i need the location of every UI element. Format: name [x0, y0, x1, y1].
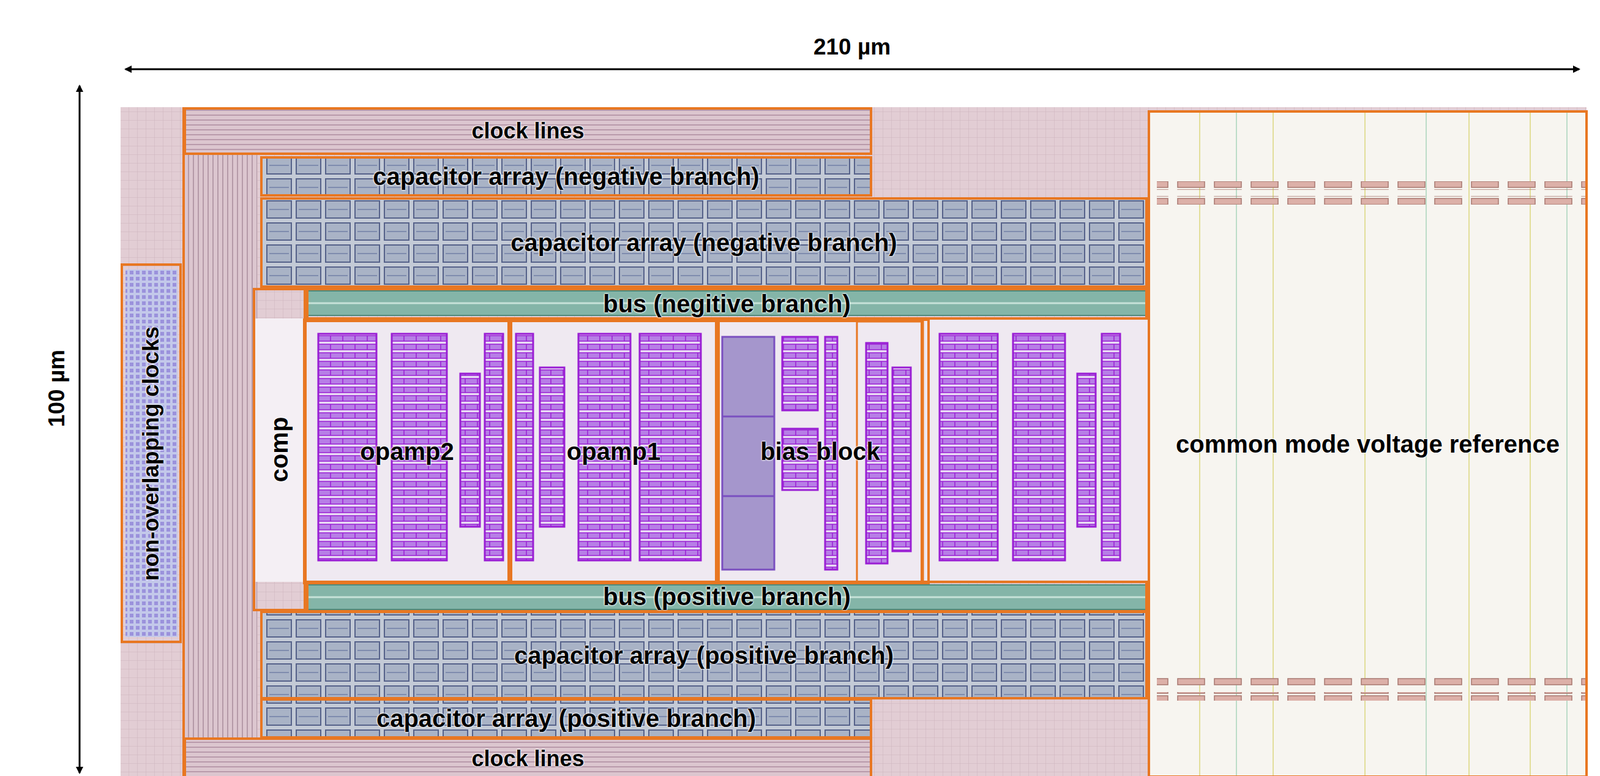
block-label: capacitor array (negative branch) [372, 164, 759, 189]
reference-area [1147, 110, 1588, 776]
capacitor-cells [260, 610, 1148, 698]
clock-lines-band: clock lines [183, 107, 873, 155]
block-label: clock lines [471, 119, 584, 143]
transistor-array [515, 333, 534, 561]
block-label: opamp1 [566, 438, 661, 464]
capacitor-cells [260, 198, 1148, 286]
block-label: non-overlapping clocks [140, 325, 163, 580]
opamp-block: opamp2 [304, 319, 510, 583]
bus-band: bus (negitive branch) [306, 287, 1148, 320]
resistor-row [1156, 195, 1586, 205]
clock-generator-cells [125, 269, 178, 637]
label-holder: 100 µm [43, 265, 70, 511]
block-label: opamp2 [359, 438, 454, 464]
clock-wires [183, 154, 258, 737]
region-outline [182, 107, 185, 776]
block-label: capacitor array (positive branch) [514, 642, 894, 668]
transistor-array [892, 367, 911, 551]
dimension-label: 210 µm [813, 35, 891, 59]
resistor-row [1156, 691, 1586, 701]
block-label: comp [267, 416, 292, 483]
capacitor-array-band: capacitor array (positive branch) [260, 610, 1148, 700]
transistor-array [939, 333, 998, 561]
block-label: bias block [760, 438, 881, 464]
capacitor-cells [260, 699, 873, 737]
opamp-block: opamp1 [509, 319, 718, 583]
capacitor-cells [260, 157, 873, 196]
analog-core-area [304, 319, 1148, 583]
block-label: clock lines [471, 747, 584, 770]
block-label: bus (negitive branch) [602, 291, 851, 316]
resistor-row [1156, 181, 1586, 190]
clock-line-traces [183, 107, 873, 155]
reference-block: common mode voltage reference [1147, 110, 1588, 776]
bus-band: bus (positive branch) [306, 580, 1148, 613]
label-holder: 210 µm [729, 33, 975, 60]
clock-line-traces [183, 736, 873, 776]
transistor-array [1013, 333, 1066, 561]
transistor-array [1101, 333, 1121, 561]
bus-metal [306, 584, 1148, 610]
transistor-array [782, 336, 818, 411]
block-label: capacitor array (positive branch) [376, 705, 756, 731]
capacitor-array-band: capacitor array (negative branch) [260, 197, 1148, 288]
clock-generator-block: non-overlapping clocks [120, 263, 182, 643]
width-dimension-arrow [125, 68, 1580, 71]
block-label: common mode voltage reference [1175, 431, 1560, 457]
dimension-label: 100 µm [45, 349, 68, 427]
capacitor-array-band: capacitor array (positive branch) [260, 697, 873, 739]
transistor-array [484, 333, 504, 561]
bus-metal [306, 290, 1148, 316]
bias-block: bias block [717, 319, 924, 583]
transistor-array [1077, 373, 1096, 527]
comparator-block: comp [252, 287, 307, 611]
block-label: capacitor array (negative branch) [510, 230, 897, 255]
core-outline [304, 319, 929, 583]
clock-lines-band: clock lines [183, 736, 873, 776]
block-label: bus (positive branch) [602, 583, 851, 609]
comparator-area [252, 318, 305, 582]
transistor-array [539, 367, 565, 527]
resistor-row [1156, 676, 1586, 686]
height-dimension-arrow [78, 85, 81, 773]
capacitor-array-band: capacitor array (negative branch) [260, 156, 873, 197]
transistor-array [460, 373, 480, 527]
